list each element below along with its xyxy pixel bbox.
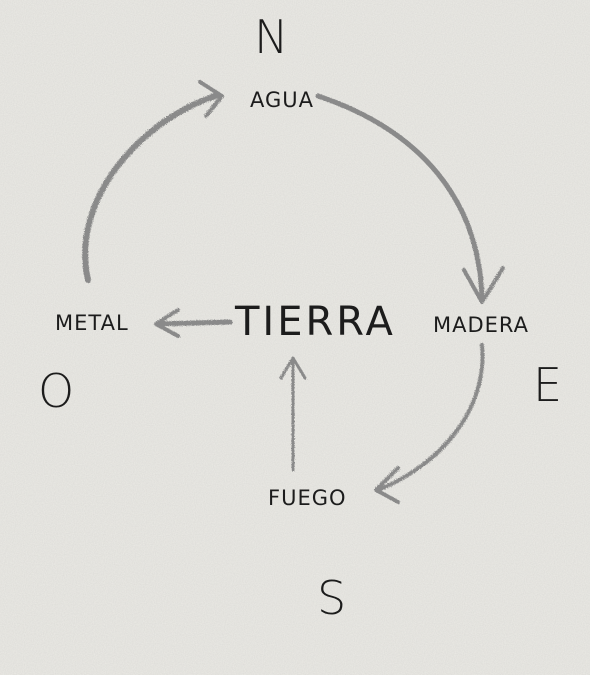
arrow-tierra-to-metal bbox=[155, 319, 233, 327]
arrowhead-metal bbox=[154, 308, 180, 338]
south-label: S bbox=[317, 571, 348, 625]
north-label: N bbox=[254, 10, 290, 64]
east-label: E bbox=[533, 358, 564, 412]
element-agua: AGUA bbox=[250, 88, 315, 112]
element-metal: METAL bbox=[55, 311, 129, 335]
arrowhead-agua bbox=[198, 80, 224, 118]
element-fuego: FUEGO bbox=[268, 486, 347, 510]
arrowhead-tierra bbox=[279, 356, 307, 380]
arrowhead-madera bbox=[462, 266, 505, 304]
arrowhead-fuego bbox=[374, 466, 400, 504]
element-madera: MADERA bbox=[433, 313, 530, 337]
arrow-metal-to-agua bbox=[82, 92, 221, 283]
west-label: O bbox=[38, 364, 76, 418]
element-tierra: TIERRA bbox=[235, 299, 396, 345]
arrow-agua-to-madera bbox=[315, 93, 485, 303]
arrow-madera-to-fuego bbox=[376, 343, 485, 492]
